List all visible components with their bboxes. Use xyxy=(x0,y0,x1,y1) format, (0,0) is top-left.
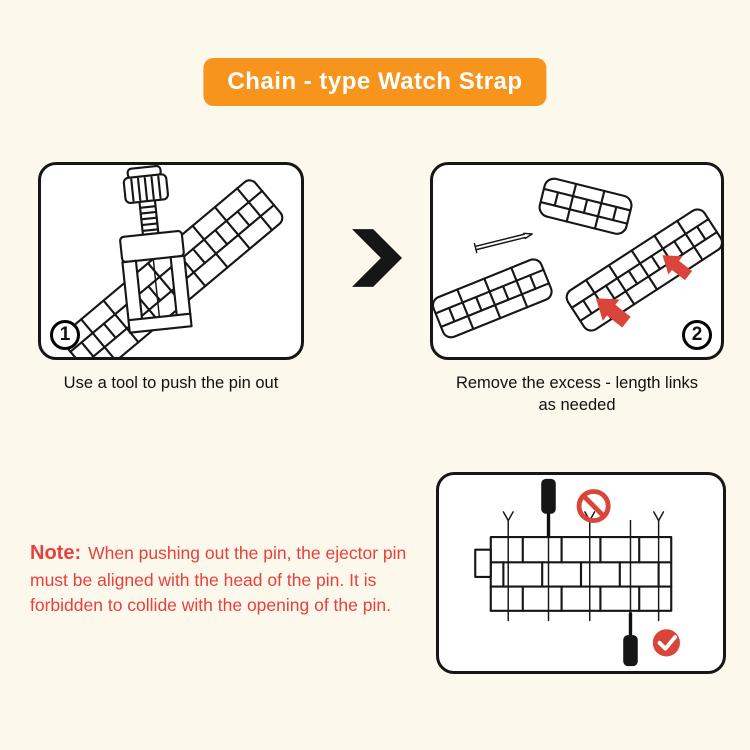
title-banner: Chain - type Watch Strap xyxy=(203,58,547,106)
step1-panel: 1 xyxy=(38,162,304,360)
alignment-panel xyxy=(436,472,726,674)
check-icon xyxy=(652,629,680,657)
band-pins xyxy=(502,511,665,622)
step2-panel: 2 xyxy=(430,162,724,360)
link-remover-tool xyxy=(119,165,193,334)
pin-push-tool-illustration xyxy=(61,165,284,357)
step2-number: 2 xyxy=(691,324,703,345)
step1-number: 1 xyxy=(59,324,71,345)
note-body: When pushing out the pin, the ejector pi… xyxy=(30,543,407,616)
step2-caption: Remove the excess - length links as need… xyxy=(430,372,724,417)
note-text: Note:When pushing out the pin, the eject… xyxy=(30,539,446,619)
pin-alignment-diagram xyxy=(474,478,680,667)
step1-number-badge: 1 xyxy=(50,320,80,350)
step1-caption: Use a tool to push the pin out xyxy=(63,374,279,392)
red-arrow-icon xyxy=(595,298,631,328)
page-title: Chain - type Watch Strap xyxy=(227,68,523,95)
red-arrow-icon xyxy=(662,255,693,281)
ejector-tool-top xyxy=(541,478,556,538)
ejector-tool-bottom xyxy=(623,612,638,667)
step2-caption-text: Remove the excess - length links as need… xyxy=(455,374,699,415)
prohibition-icon xyxy=(576,489,611,524)
next-step-chevron-icon xyxy=(352,229,402,287)
step2-number-badge: 2 xyxy=(682,320,712,350)
separated-links-illustration xyxy=(433,177,721,339)
note-label: Note: xyxy=(30,542,82,564)
loose-pin xyxy=(473,232,533,254)
